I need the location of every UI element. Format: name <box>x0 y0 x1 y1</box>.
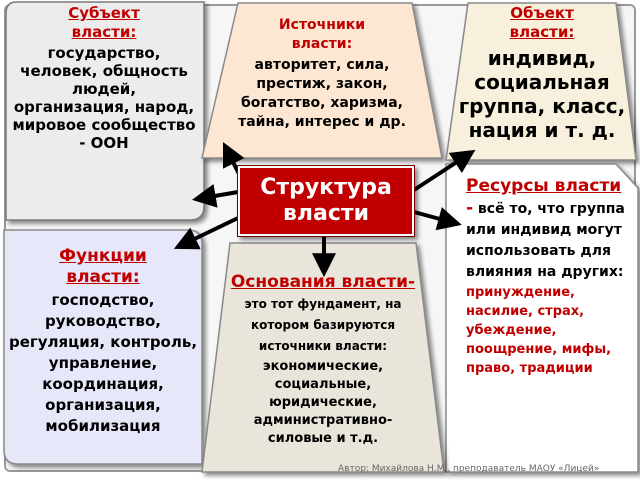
subject-card-shape <box>5 1 205 221</box>
center-line2: власти <box>282 201 370 226</box>
functions-title: Функции власти: <box>59 246 147 287</box>
sources-title: Источники власти: <box>278 17 366 52</box>
resources-red-text: принуждение, насилие, страх, убеждение, … <box>466 285 612 376</box>
sources-card: Источники власти: авторитет, сила, прест… <box>200 0 444 160</box>
subject-card: Субъект власти: государство, человек, об… <box>2 0 206 222</box>
functions-card: Функции власти: господство, руководство,… <box>2 228 204 466</box>
resources-card: Ресурсы власти - всё то, что группа или … <box>444 162 640 474</box>
grounds-card: Основания власти- это тот фундамент, на … <box>200 240 446 474</box>
center-node: Структура власти <box>237 165 415 237</box>
subject-title: Субъект власти: <box>68 4 140 41</box>
object-title: Объект власти: <box>509 4 575 41</box>
resources-card-shape <box>445 163 639 473</box>
arrow-to-subject <box>191 184 239 208</box>
resources-text: всё то, что группа или индивид могут исп… <box>466 201 625 280</box>
arrow-to-resources <box>413 207 462 231</box>
object-card: Объект власти: индивид, социальная групп… <box>444 0 640 162</box>
grounds-lead: это тот фундамент, на котором базируются… <box>244 297 402 353</box>
author-footer: Автор: Михайлова Н.М., преподаватель МАО… <box>338 464 600 474</box>
grounds-card-shape <box>201 242 445 473</box>
center-line1: Структура <box>260 174 392 200</box>
object-text: индивид, социальная группа, класс, нация… <box>458 46 626 142</box>
arrow-to-object <box>412 149 476 192</box>
resources-dash: - <box>466 198 474 218</box>
sources-card-shape <box>201 2 443 159</box>
sources-text: авторитет, сила, престиж, закон, богатст… <box>238 57 406 130</box>
grounds-text: экономические, социальные, юридические, … <box>253 359 393 446</box>
functions-text: господство, руководство, регуляция, конт… <box>8 291 198 435</box>
object-card-shape <box>445 2 637 161</box>
resources-title: Ресурсы власти <box>466 176 622 196</box>
grounds-title: Основания власти- <box>230 272 416 292</box>
subject-text: государство, человек, общность людей, ор… <box>12 44 196 152</box>
arrow-to-functions <box>173 216 239 250</box>
